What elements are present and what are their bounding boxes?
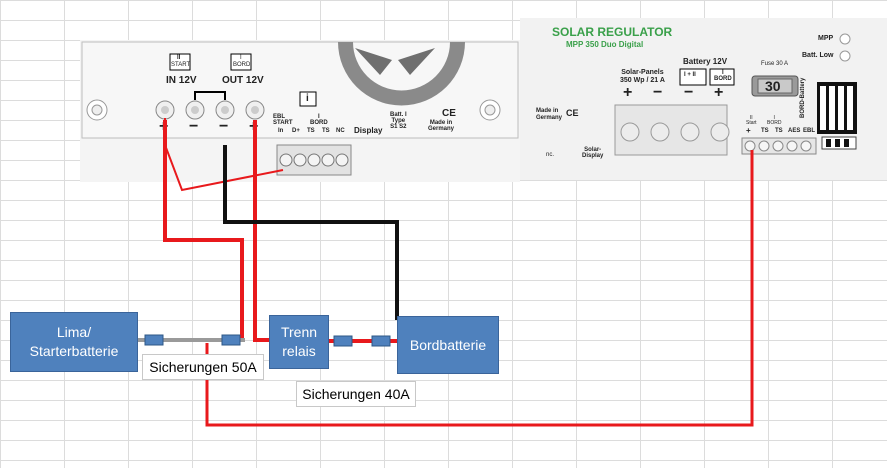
bordbatterie-box: Bordbatterie [397,316,499,374]
term-ts2: TS [322,128,330,134]
in-icon-top: II [177,55,181,61]
battery-bord-label: I BORD [714,70,732,82]
out-icon-bottom: BORD [233,62,251,68]
left-device-housing [81,41,519,139]
battery-plus: + [714,84,724,101]
batt-type-label: Batt. I Type S1 S2 [390,112,407,130]
battery-i-ii-label: I + II [684,72,696,78]
minus-sign-in: − [189,118,199,135]
nc-label: nc. [546,152,555,158]
ebl-start-label: EBL START [273,114,293,126]
battery-i-ii-icon [679,68,707,86]
display-label: Display [354,126,383,135]
right-ebl: EBL [803,128,815,134]
i-bord-label: I BORD [767,115,782,126]
in-12v-label: IN 12V [166,75,197,86]
made-in-germany-left: Made in Germany [428,120,455,132]
bord-terminal-label: I BORD [310,114,328,126]
trennrelais-box: Trenn relais [269,315,329,369]
manual-book-icon [299,91,317,107]
right-plus: + [746,126,751,135]
battery-bord-icon [709,68,735,86]
term-d: D+ [292,128,300,134]
solar-plus: + [623,84,633,101]
fuse-50a-2 [221,334,241,346]
ce-mark: CE [442,108,456,119]
right-ts2: TS [775,128,783,134]
book-icon-label: i [306,93,309,104]
ground-wire [223,145,399,320]
right-ts1: TS [761,128,769,134]
fuse-40a-label: Sicherungen 40A [296,381,416,407]
solar-panels-label: Solar-Panels 350 Wp / 21 A [620,69,665,84]
battery-12v-label: Battery 12V [683,57,728,66]
solar-minus: − [653,84,663,101]
minus-sign-out: − [219,118,229,135]
mpp-led-icon [839,33,851,45]
out-positive-wire [253,120,270,342]
bridge-line [194,91,226,100]
term-ts1: TS [307,128,315,134]
fuse-40a-1 [333,335,353,347]
solar-regulator-subtitle: MPP 350 Duo Digital [566,40,644,49]
fuse-50a-label: Sicherungen 50A [142,354,264,380]
solar-positive-wire [205,150,754,427]
ce-mark-right: CE [566,108,579,118]
in-icon-bottom: START [171,62,191,68]
term-in: In [278,128,284,134]
solar-display-label: Solar- Display [582,147,604,159]
mpp-label: MPP [818,35,834,42]
fuse-value: 30 [765,78,781,94]
signal-terminals-right [741,137,817,155]
fan-icon [338,42,466,106]
battery-minus: − [684,84,694,101]
start-battery-icon [169,53,191,71]
lima-starterbatterie-box: Lima/ Starterbatterie [10,312,138,372]
fuse-40a-2 [371,335,391,347]
fuse-30a-label: Fuse 30 A [761,61,789,67]
main-terminals [155,100,265,120]
term-nc: NC [336,128,345,134]
batt-low-label: Batt. Low [802,52,834,59]
made-in-germany-right: Made in Germany [536,108,563,121]
in-positive-wire [163,120,244,340]
solar-terminals [614,104,730,156]
ii-start-label: II Start [746,115,757,126]
bord-battery-icon [230,53,252,71]
fuse-50a-1 [144,334,164,346]
right-aes: AES [788,128,801,134]
out-12v-label: OUT 12V [222,75,264,86]
solar-regulator-title: SOLAR REGULATOR [552,25,673,39]
batt-low-led-icon [839,50,851,62]
out-icon-top: I [240,55,242,61]
